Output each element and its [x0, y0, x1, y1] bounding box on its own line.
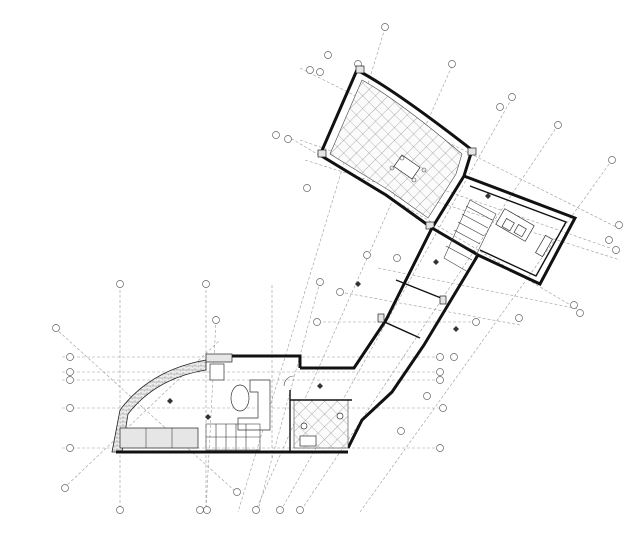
stone-bench [119, 427, 199, 449]
corridor [300, 227, 480, 449]
grid-bubble [448, 60, 456, 68]
grid-bubble [316, 278, 324, 286]
stone-pier [355, 65, 365, 74]
grid-bubble [381, 23, 389, 31]
grid-bubble [439, 404, 447, 412]
grid-bubble [66, 404, 74, 412]
grid-bubble [423, 392, 431, 400]
grid-bubble [66, 444, 74, 452]
grid-bubble [303, 184, 311, 192]
grid-bubble [196, 506, 204, 514]
bathtub [299, 435, 317, 447]
grid-bubble [116, 506, 124, 514]
lounge-furniture [495, 208, 553, 258]
grid-bubble [202, 280, 210, 288]
door-swing [283, 375, 295, 387]
corridor-wall-left [300, 227, 434, 370]
grid-bubble [436, 376, 444, 384]
grid-bubble [66, 353, 74, 361]
grid-bubble [276, 506, 284, 514]
grid-bubble [203, 506, 211, 514]
grid-bubble [397, 427, 405, 435]
upper-wing-hatched-floor [329, 79, 463, 219]
grid-bubble [615, 221, 623, 229]
grid-bubble [608, 156, 616, 164]
grid-bubble [472, 318, 480, 326]
right-wing-inner-line [469, 185, 568, 277]
stone-pier [439, 295, 447, 305]
corridor-partition [395, 279, 447, 301]
level-markers [167, 193, 491, 420]
grid-bubble [576, 309, 584, 317]
grid-bubble [508, 93, 516, 101]
grid-bubble [284, 135, 292, 143]
corridor-partition [379, 319, 421, 339]
corridor-wall-right [346, 254, 480, 449]
toilet [300, 422, 308, 430]
grid-bubble [363, 251, 371, 259]
grid-bubble [496, 103, 504, 111]
dining-chairs [389, 155, 427, 183]
grid-bubble [570, 301, 578, 309]
oval-table [230, 384, 250, 412]
grid-bubble [252, 506, 260, 514]
right-wing-walls [431, 174, 578, 286]
grid-bubble [212, 316, 220, 324]
lower-stair [205, 423, 261, 451]
l-sofa [237, 379, 271, 431]
stone-pier [317, 149, 327, 158]
sink [336, 412, 344, 420]
grid-bubble [436, 368, 444, 376]
right-wing [431, 174, 578, 286]
grid-bubble [554, 121, 562, 129]
grid-bubble [66, 376, 74, 384]
lower-wing-top-wall [206, 354, 302, 368]
bench-cells [145, 428, 173, 448]
grid-bubble [605, 236, 613, 244]
grid-bubble [66, 368, 74, 376]
stone-pier [377, 313, 385, 323]
grid-bubble [116, 280, 124, 288]
grid-bubble [436, 444, 444, 452]
grid-bubble [296, 506, 304, 514]
grid-bubble [306, 66, 314, 74]
stone-column [209, 363, 225, 381]
grid-bubble [316, 68, 324, 76]
grid-bubble [336, 288, 344, 296]
dining-table [393, 154, 421, 180]
grid-bubble [393, 254, 401, 262]
upper-wing [317, 65, 477, 231]
grid-bubble [450, 353, 458, 361]
lower-wing [111, 353, 352, 454]
upper-wing-outer-wall [318, 67, 474, 231]
stone-pier [205, 353, 233, 363]
grid-bubble [233, 488, 241, 496]
grid-bubble [313, 318, 321, 326]
grid-bubble [436, 353, 444, 361]
grid-bubble [612, 246, 620, 254]
grid-bubble [324, 51, 332, 59]
grid-bubble [52, 324, 60, 332]
grid-bubble [61, 484, 69, 492]
grid-bubble [272, 131, 280, 139]
grid-bubble [515, 314, 523, 322]
stone-pier [467, 147, 477, 156]
